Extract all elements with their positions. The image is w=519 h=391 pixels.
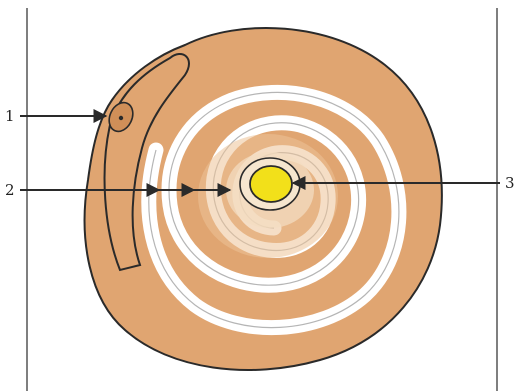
small-eye-dot bbox=[119, 116, 123, 120]
callout-1-label: 1 bbox=[5, 107, 15, 125]
callout-3-label: 3 bbox=[505, 174, 515, 192]
yellow-core bbox=[250, 166, 292, 202]
callout-2-label: 2 bbox=[5, 181, 15, 199]
